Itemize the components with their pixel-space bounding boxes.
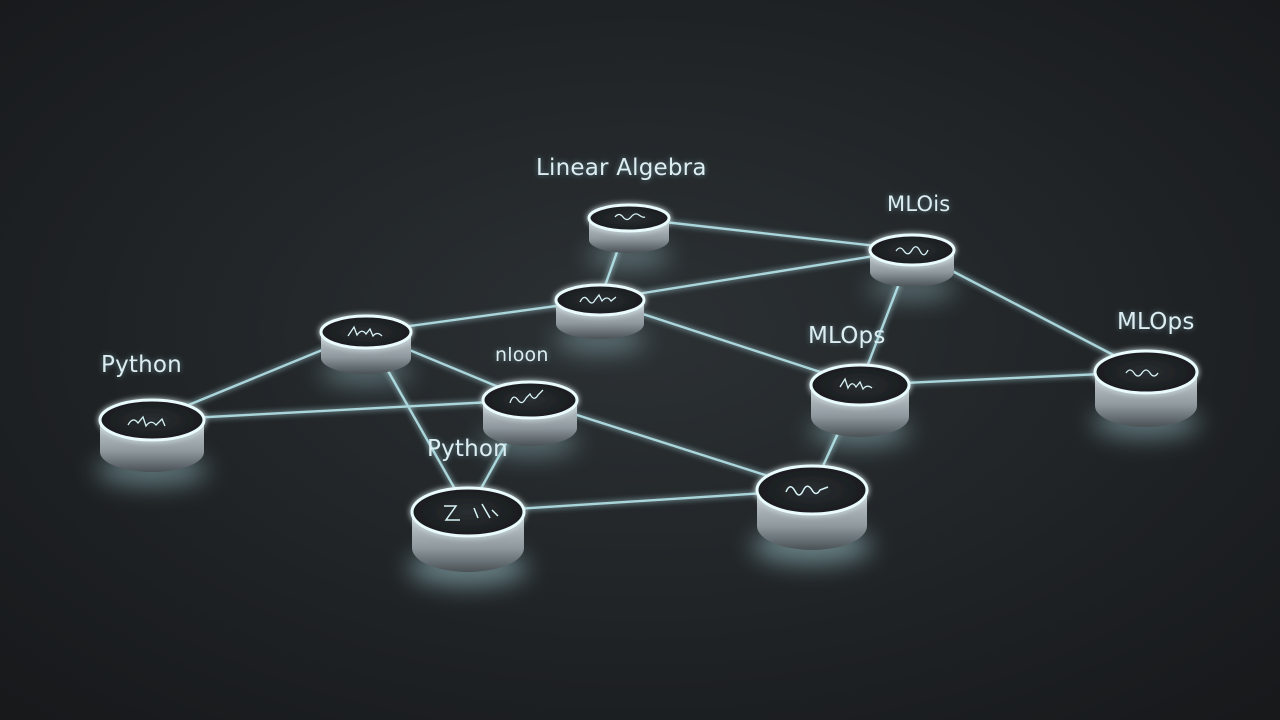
center-node (554, 283, 646, 353)
bottom-right-node (752, 464, 872, 564)
top-node (587, 203, 671, 268)
left-upper-node (319, 314, 413, 385)
mlops-middle-node (809, 363, 911, 446)
label-nloon: nloon (495, 344, 549, 366)
mlops-right-node (1092, 349, 1200, 438)
label-mlops-middle: MLOps (808, 323, 886, 349)
edge-center-mlois (599, 248, 913, 302)
python-bottom-node (408, 486, 528, 586)
label-mlops-right: MLOps (1117, 309, 1195, 335)
label-python-left: Python (101, 352, 182, 378)
edge-top-mlois (628, 216, 913, 252)
label-mlois: MLOis (887, 192, 951, 216)
middle-node (481, 380, 579, 456)
edge-python-middle (151, 398, 531, 422)
label-linear-algebra: Linear Algebra (536, 155, 707, 181)
mlois-node (868, 233, 956, 300)
edge-pybottom-bottomright (467, 488, 813, 514)
python-left-node (96, 398, 208, 486)
label-python-middle: Python (427, 436, 508, 462)
